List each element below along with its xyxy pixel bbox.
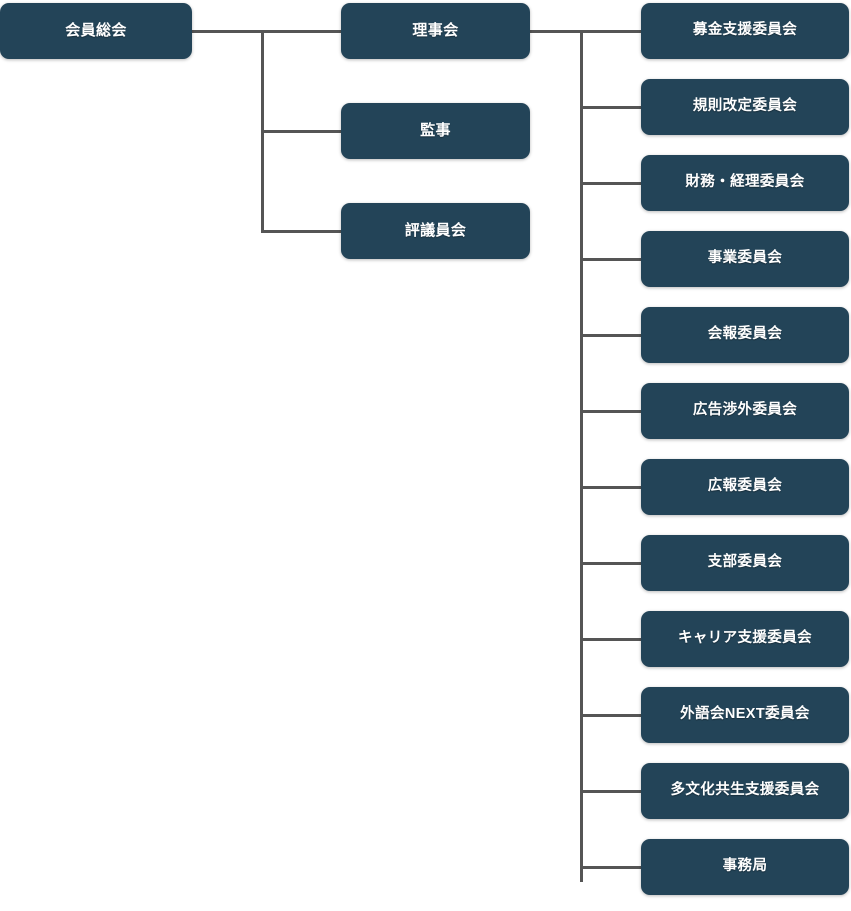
connector-to-hyogiinkai bbox=[261, 230, 344, 233]
node-label: 評議員会 bbox=[404, 221, 467, 239]
connector-to-committee-9 bbox=[580, 638, 644, 641]
node-label: 広報委員会 bbox=[707, 478, 783, 495]
node-koho-iinkai[interactable]: 広報委員会 bbox=[641, 459, 849, 515]
node-label: 支部委員会 bbox=[707, 554, 783, 571]
node-kokoku-shogai-iinkai[interactable]: 広告渉外委員会 bbox=[641, 383, 849, 439]
node-label: 募金支援委員会 bbox=[692, 22, 798, 39]
connector-to-committee-1 bbox=[580, 30, 644, 33]
connector-to-committee-6 bbox=[580, 410, 644, 413]
node-rijikai[interactable]: 理事会 bbox=[341, 3, 530, 59]
node-label: 広告渉外委員会 bbox=[692, 402, 798, 419]
node-kisoku-kaitei-iinkai[interactable]: 規則改定委員会 bbox=[641, 79, 849, 135]
node-label: 多文化共生支援委員会 bbox=[670, 782, 820, 799]
connector-to-committee-10 bbox=[580, 714, 644, 717]
node-label: 会報委員会 bbox=[707, 326, 783, 343]
node-zaimu-keiri-iinkai[interactable]: 財務・経理委員会 bbox=[641, 155, 849, 211]
connector-root-to-trunk bbox=[192, 30, 264, 33]
node-label: 会員総会 bbox=[65, 21, 127, 39]
node-label: 財務・経理委員会 bbox=[685, 174, 805, 191]
connector-to-committee-3 bbox=[580, 182, 644, 185]
node-label: 事務局 bbox=[722, 858, 768, 875]
node-kanji[interactable]: 監事 bbox=[341, 103, 530, 159]
node-jigyo-iinkai[interactable]: 事業委員会 bbox=[641, 231, 849, 287]
node-kaiin-sokai[interactable]: 会員総会 bbox=[0, 3, 192, 59]
node-label: キャリア支援委員会 bbox=[677, 630, 813, 647]
connector-to-committee-2 bbox=[580, 106, 644, 109]
node-label: 規則改定委員会 bbox=[692, 98, 798, 115]
connector-to-committee-4 bbox=[580, 258, 644, 261]
node-shibu-iinkai[interactable]: 支部委員会 bbox=[641, 535, 849, 591]
node-tabunka-kyosei-shien-iinkai[interactable]: 多文化共生支援委員会 bbox=[641, 763, 849, 819]
node-bokin-shien-iinkai[interactable]: 募金支援委員会 bbox=[641, 3, 849, 59]
connector-to-rijikai bbox=[261, 30, 344, 33]
node-career-shien-iinkai[interactable]: キャリア支援委員会 bbox=[641, 611, 849, 667]
connector-to-committee-7 bbox=[580, 486, 644, 489]
node-gaigokai-next-iinkai[interactable]: 外語会NEXT委員会 bbox=[641, 687, 849, 743]
node-label: 理事会 bbox=[412, 21, 459, 39]
connector-to-committee-12 bbox=[580, 866, 644, 869]
connector-to-committee-5 bbox=[580, 334, 644, 337]
node-label: 外語会NEXT委員会 bbox=[680, 706, 810, 723]
connector-rijikai-to-trunk bbox=[530, 30, 583, 33]
node-hyogiinkai[interactable]: 評議員会 bbox=[341, 203, 530, 259]
node-kaiho-iinkai[interactable]: 会報委員会 bbox=[641, 307, 849, 363]
connector-to-committee-8 bbox=[580, 562, 644, 565]
connector-to-committee-11 bbox=[580, 790, 644, 793]
connector-right-trunk bbox=[580, 30, 583, 882]
node-label: 監事 bbox=[420, 121, 451, 139]
node-jimukyoku[interactable]: 事務局 bbox=[641, 839, 849, 895]
connector-to-kanji bbox=[261, 130, 344, 133]
node-label: 事業委員会 bbox=[707, 250, 783, 267]
